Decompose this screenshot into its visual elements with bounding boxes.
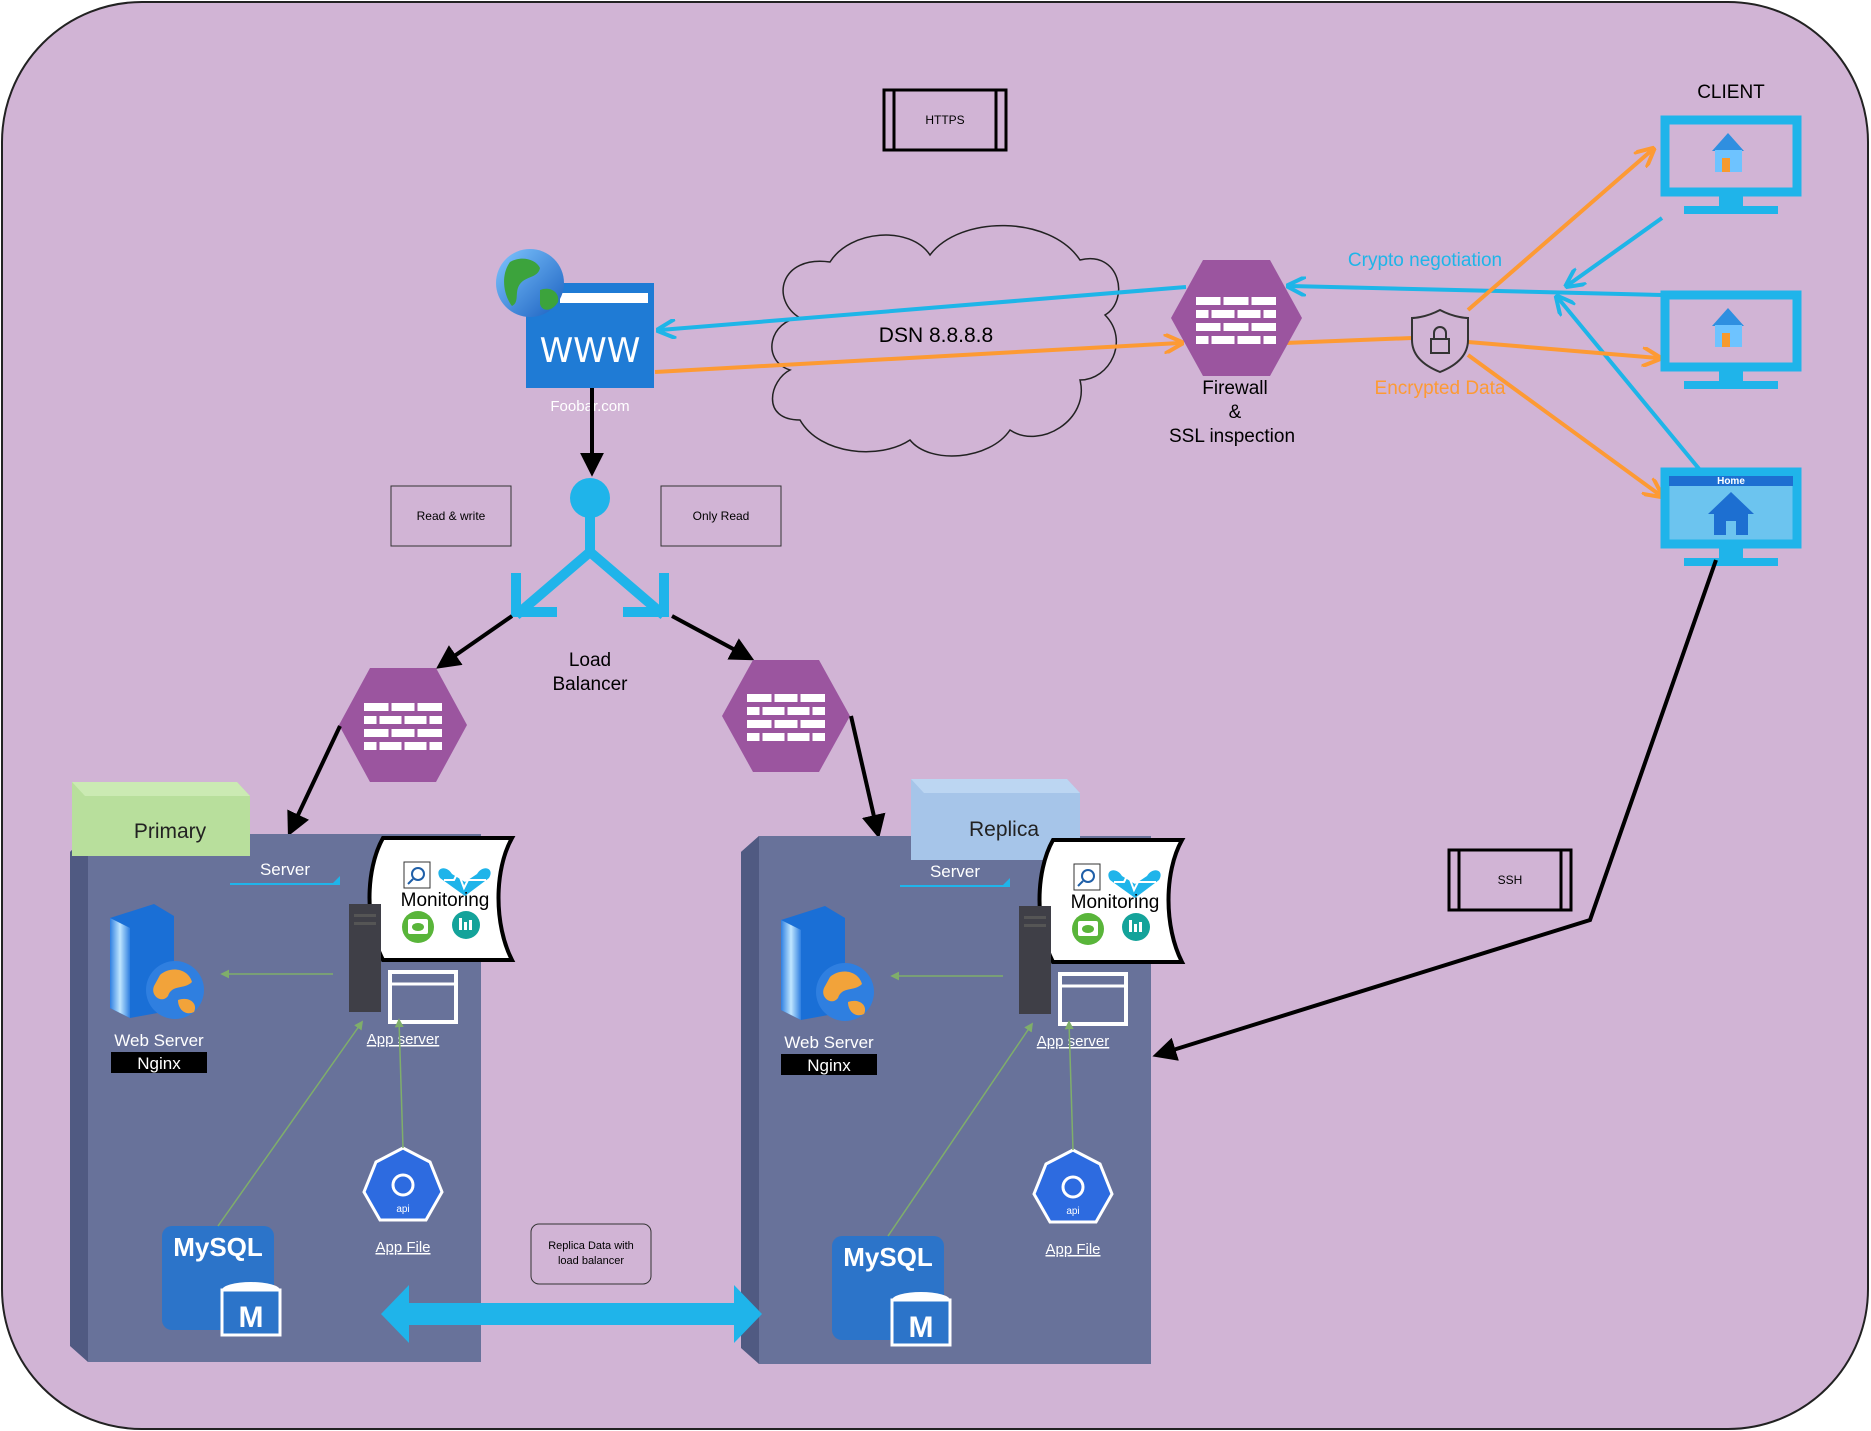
lb-to-replica-fw-arrow <box>671 614 755 661</box>
client-monitor-2 <box>1660 290 1802 389</box>
replica-data-line2: load balancer <box>558 1255 624 1267</box>
primary-fw-to-server-arrow <box>287 725 342 837</box>
web-server-icon <box>110 904 204 1019</box>
search-icon <box>403 861 431 889</box>
client-monitor-home: Home <box>1660 467 1802 566</box>
client-title: CLIENT <box>1697 82 1765 103</box>
replica-app-file-label: App File <box>1045 1241 1100 1258</box>
replica-server-group: Replica Server Monitoring Web Server Ngi… <box>741 779 1186 1364</box>
replica-nginx-label: Nginx <box>807 1056 851 1075</box>
file-to-app-arrow <box>394 1018 404 1149</box>
replica-mysql-label: MySQL <box>843 1242 933 1272</box>
api-icon: api <box>362 1146 444 1222</box>
only-read-box: Only Read <box>660 485 782 547</box>
search-icon <box>1073 863 1101 891</box>
home-icon <box>1708 492 1754 535</box>
dns-label: DSN 8.8.8.8 <box>879 324 993 347</box>
https-box: HTTPS <box>882 88 1008 152</box>
firewall-label-line2: & <box>1229 402 1242 423</box>
lb-label-line1: Load <box>569 650 611 671</box>
api-icon: api <box>1032 1148 1114 1224</box>
load-balancer-node <box>570 478 610 518</box>
dns-cloud: DSN 8.8.8.8 <box>771 224 1120 457</box>
house-icon <box>1712 133 1744 172</box>
app-server-icon <box>349 904 458 1024</box>
primary-tab <box>85 796 250 856</box>
firewall-label-line3: SSL inspection <box>1169 426 1295 447</box>
replica-server-label: Server <box>930 862 980 881</box>
read-write-box: Read & write <box>390 485 512 547</box>
primary-mysql-m: M <box>239 1301 264 1334</box>
lb-label-line2: Balancer <box>553 674 629 695</box>
replica-web-server-label: Web Server <box>784 1033 874 1052</box>
mysql-icon: MySQL M <box>832 1236 952 1347</box>
crypto-links <box>660 216 1702 472</box>
db-to-app-arrow <box>887 1022 1034 1237</box>
ssh-link <box>1152 559 1718 1061</box>
replica-data-box: Replica Data with load balancer <box>530 1223 652 1285</box>
primary-server-group: Primary Server Monitoring Web Server Ngi… <box>70 782 516 1362</box>
encrypted-links <box>654 150 1660 495</box>
primary-nginx-label: Nginx <box>137 1054 181 1073</box>
www-site-icon: WWW Foobar.com <box>496 249 654 415</box>
replication-arrow <box>381 1285 762 1343</box>
replica-monitoring-label: Monitoring <box>1071 892 1160 913</box>
replica-api-label: api <box>1066 1206 1079 1217</box>
replica-firewall <box>722 660 850 772</box>
replica-app-server-label: App server <box>1037 1033 1110 1050</box>
read-write-label: Read & write <box>417 509 486 523</box>
firewall-label-line1: Firewall <box>1202 378 1267 399</box>
heartbeat-icon <box>438 868 491 896</box>
primary-web-server-label: Web Server <box>114 1031 204 1050</box>
mysql-icon: MySQL M <box>162 1226 282 1337</box>
replica-mysql-m: M <box>909 1311 934 1344</box>
primary-app-file-label: App File <box>375 1239 430 1256</box>
primary-server-label: Server <box>260 860 310 879</box>
lb-to-primary-fw-arrow <box>436 614 514 669</box>
primary-label: Primary <box>134 820 207 843</box>
replica-fw-to-server-arrow <box>849 715 886 839</box>
encrypted-data-label: Encrypted Data <box>1375 378 1506 399</box>
primary-mysql-label: MySQL <box>173 1232 263 1262</box>
crypto-negotiation-label: Crypto negotiation <box>1348 250 1502 271</box>
main-firewall: Firewall & SSL inspection <box>1169 260 1302 447</box>
ssh-box: SSH <box>1447 848 1573 912</box>
primary-monitoring-label: Monitoring <box>401 890 490 911</box>
www-text: WWW <box>540 331 641 371</box>
only-read-label: Only Read <box>693 509 750 523</box>
heartbeat-icon <box>1108 870 1161 898</box>
web-server-icon <box>781 906 874 1021</box>
file-to-app-arrow <box>1064 1020 1074 1151</box>
house-icon <box>1712 308 1744 347</box>
primary-app-server-label: App server <box>367 1031 440 1048</box>
client-monitor-1 <box>1660 115 1802 214</box>
globe-icon <box>496 249 564 317</box>
replica-label: Replica <box>969 818 1039 841</box>
replica-data-line1: Replica Data with <box>548 1240 634 1252</box>
shield-lock-icon <box>1411 308 1469 374</box>
app-server-icon <box>1019 906 1128 1026</box>
primary-firewall <box>339 668 467 782</box>
https-label: HTTPS <box>925 113 964 127</box>
db-to-app-arrow <box>217 1020 364 1227</box>
primary-api-label: api <box>396 1204 409 1215</box>
ssh-label: SSH <box>1498 873 1523 887</box>
home-tab-label: Home <box>1717 476 1745 487</box>
